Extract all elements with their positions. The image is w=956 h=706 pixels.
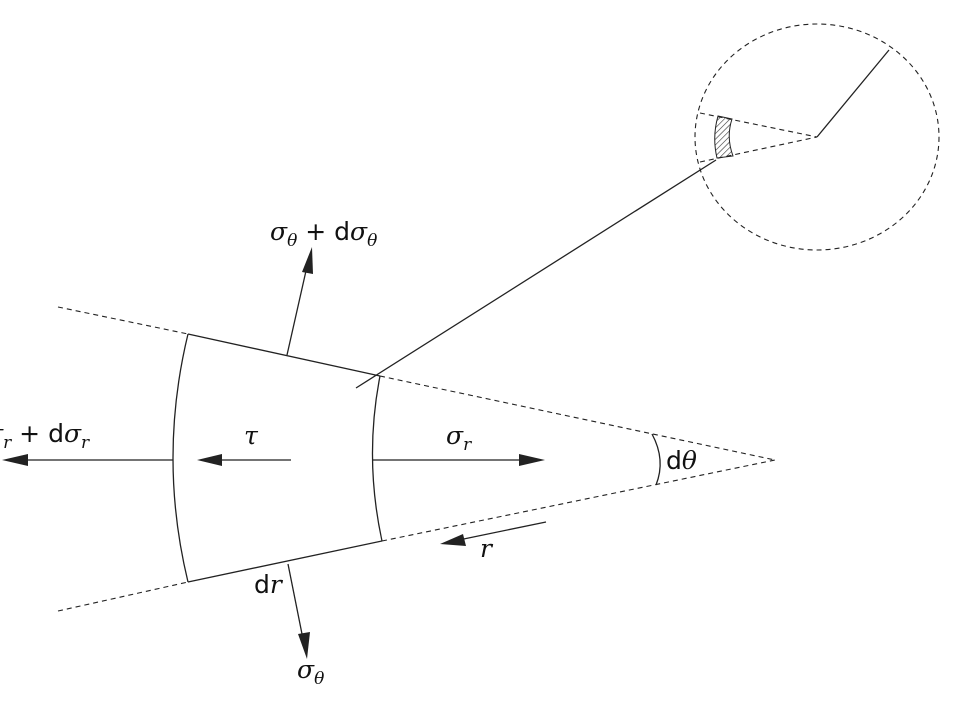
tau-label: τ	[244, 421, 259, 450]
sigma-theta-plus-label: σθ + dσθ	[270, 217, 377, 251]
sigma-theta-label: σθ	[297, 655, 324, 689]
magnifier-circle	[694, 23, 940, 251]
r-direction-arrow-shaft	[453, 521, 547, 542]
sigma-theta-arrowhead	[298, 632, 310, 659]
element-outer-arc	[172, 333, 189, 583]
magnifier-hatched-element	[714, 115, 734, 159]
magnifier-radius-line	[816, 49, 890, 138]
sigma-theta-plus-arrowhead	[302, 247, 313, 274]
sigma-theta-plus-arrow-shaft	[286, 261, 309, 356]
lower-wedge-dashed-right	[381, 459, 776, 542]
lower-wedge-dashed-left	[57, 581, 189, 612]
sigma-r-label: σr	[446, 421, 472, 455]
element-top-edge	[187, 333, 381, 377]
element-inner-arc	[371, 375, 383, 542]
tau-arrowhead	[197, 454, 222, 466]
r-direction-arrowhead	[440, 534, 466, 546]
sigma-r-arrowhead	[519, 454, 545, 466]
dr-label: dr	[254, 570, 284, 599]
upper-wedge-dashed-left	[57, 306, 189, 335]
sigma-r-plus-label: σr + dσr	[0, 419, 90, 453]
element-bottom-edge	[187, 540, 383, 583]
upper-wedge-dashed-right	[379, 375, 776, 461]
magnifier-leader-line	[355, 159, 717, 389]
sigma-r-plus-arrowhead	[2, 454, 28, 466]
d-theta-label: dθ	[666, 446, 697, 475]
sigma-theta-arrow-shaft	[287, 563, 305, 645]
d-theta-angle-arc	[651, 433, 661, 486]
r-label: r	[480, 534, 494, 563]
